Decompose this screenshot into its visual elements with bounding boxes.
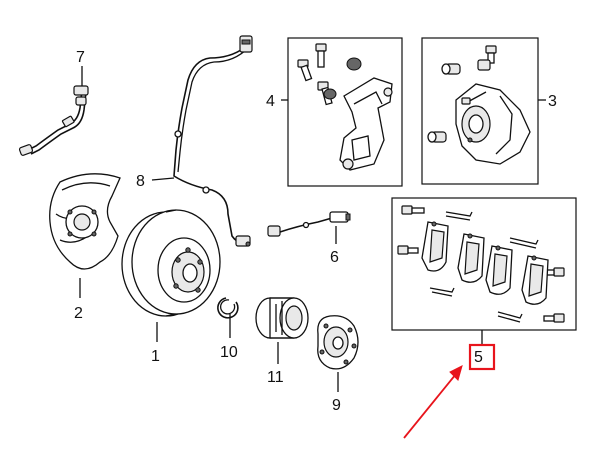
wear-sensor-part-6 [267, 211, 351, 237]
callout-6: 6 [330, 249, 339, 266]
callout-labels: 7 2 1 10 11 9 6 8 4 3 5 [74, 49, 557, 414]
highlight-box-5 [468, 343, 496, 371]
callout-10: 10 [220, 344, 238, 361]
callout-5: 5 [474, 349, 483, 366]
callout-3: 3 [548, 93, 557, 110]
callout-11: 11 [267, 369, 284, 386]
abs-sensor-wire-part-8 [173, 35, 253, 247]
callout-4: 4 [266, 93, 275, 110]
callout-7: 7 [76, 49, 85, 66]
pad-kit-box-part-5 [391, 197, 577, 331]
caliper-box-part-3 [421, 37, 539, 185]
leader-lines [79, 66, 546, 392]
splash-shield-part-2 [49, 173, 121, 270]
bracket-kit-box-part-4 [287, 37, 403, 187]
callout-8: 8 [136, 173, 145, 190]
wheel-hub-part-9 [317, 315, 359, 370]
highlight-annotation [403, 343, 496, 439]
brake-hose-part-7 [18, 85, 89, 156]
red-arrow-icon [403, 365, 463, 439]
callout-9: 9 [332, 397, 341, 414]
brake-rotor-part-1 [121, 209, 221, 317]
wheel-bearing-part-11 [255, 297, 309, 339]
callout-1: 1 [151, 348, 160, 365]
callout-2: 2 [74, 305, 83, 322]
snap-ring-part-10 [217, 297, 239, 319]
